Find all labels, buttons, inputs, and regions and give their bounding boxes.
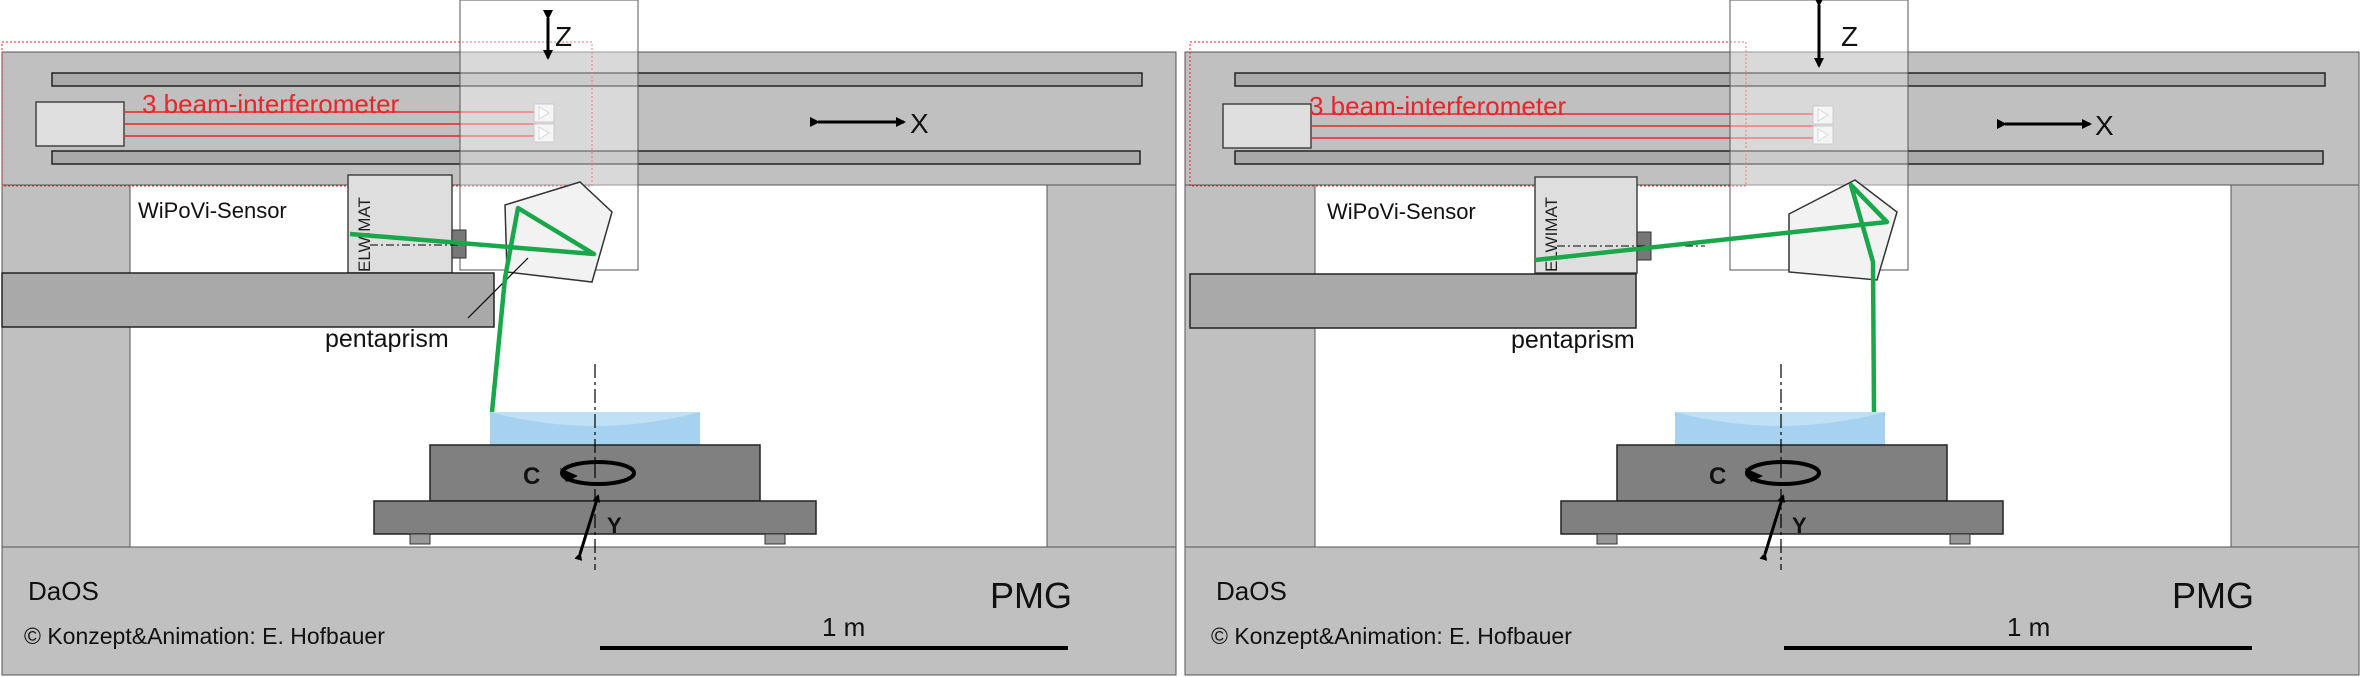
copyright-label: © Konzept&Animation: E. Hofbauer [24, 623, 385, 649]
stage-foot [409, 533, 431, 545]
sensor-arm [1, 272, 495, 328]
reflector-arrow-icon [538, 106, 550, 120]
axis-label-y: Y [1792, 513, 1807, 538]
base-plate [1, 546, 1177, 676]
sensor-label: WiPoVi-Sensor [1327, 199, 1476, 224]
interferometer-label: 3 beam-interferometer [142, 89, 400, 119]
measurement-zone [1189, 41, 1747, 187]
reflector-arrow-icon [1817, 128, 1829, 142]
left-column [1184, 184, 1316, 548]
axis-label-z: Z [1841, 21, 1858, 52]
c-rotation-arrowhead-icon [1745, 468, 1763, 482]
daos-label: DaOS [1216, 576, 1287, 606]
c-rotation-arrow [560, 460, 636, 486]
y-axis-arrow [1759, 494, 1786, 561]
left-column [1, 184, 131, 548]
panel-left: Z X 3 beam-interferometer ELWIMAT WiPoVi… [1, 0, 1177, 676]
daos-label: DaOS [28, 576, 99, 606]
stage-foot [1596, 533, 1618, 545]
stage-foot [764, 533, 786, 545]
copyright-label: © Konzept&Animation: E. Hofbauer [1211, 623, 1572, 649]
reflector-arrow-icon [538, 126, 550, 140]
axis-label-c: C [1709, 463, 1726, 490]
right-column [2230, 184, 2360, 548]
guide-rail-top [51, 72, 1143, 87]
optical-beam [349, 205, 597, 413]
stage-foot [1949, 533, 1971, 545]
pmg-label: PMG [990, 575, 1072, 616]
guide-rail-bottom [1234, 150, 2324, 165]
pentaprism-label: pentaprism [1511, 326, 1635, 354]
panel-right: Z X 3 beam-interferometer ELWIMAT WiPoVi… [1184, 0, 2360, 676]
base-plate [1184, 546, 2360, 676]
axis-label-c: C [523, 463, 540, 490]
right-column [1046, 184, 1177, 548]
guide-rail-top [1234, 72, 2326, 87]
pentaprism-label: pentaprism [325, 325, 449, 353]
optical-beam [1534, 182, 1890, 413]
c-rotation-arrow [1745, 460, 1821, 486]
interferometer-unit [35, 101, 125, 147]
scale-label: 1 m [2007, 612, 2050, 642]
guide-rail-bottom [51, 150, 1141, 165]
axis-label-z: Z [555, 21, 572, 52]
scale-label: 1 m [822, 612, 865, 642]
specimen-surface [490, 412, 700, 445]
interferometer-unit [1222, 103, 1312, 149]
axis-label-x: X [910, 108, 929, 139]
y-stage [1560, 500, 2004, 535]
reflector-arrow-icon [1817, 108, 1829, 122]
axis-label-y: Y [607, 513, 622, 538]
pmg-label: PMG [2172, 575, 2254, 616]
pentaprism-pointer [467, 257, 529, 319]
y-axis-arrow [574, 494, 601, 561]
sensor-arm [1189, 273, 1637, 329]
axis-label-x: X [2095, 110, 2114, 141]
elwimat-label: ELWIMAT [1542, 197, 1561, 272]
interferometer-label: 3 beam-interferometer [1309, 91, 1567, 121]
specimen-surface [1675, 412, 1885, 445]
measurement-zone [1, 41, 593, 187]
rotary-table [1616, 444, 1948, 502]
c-rotation-arrowhead-icon [560, 468, 578, 482]
sensor-label: WiPoVi-Sensor [138, 198, 287, 223]
